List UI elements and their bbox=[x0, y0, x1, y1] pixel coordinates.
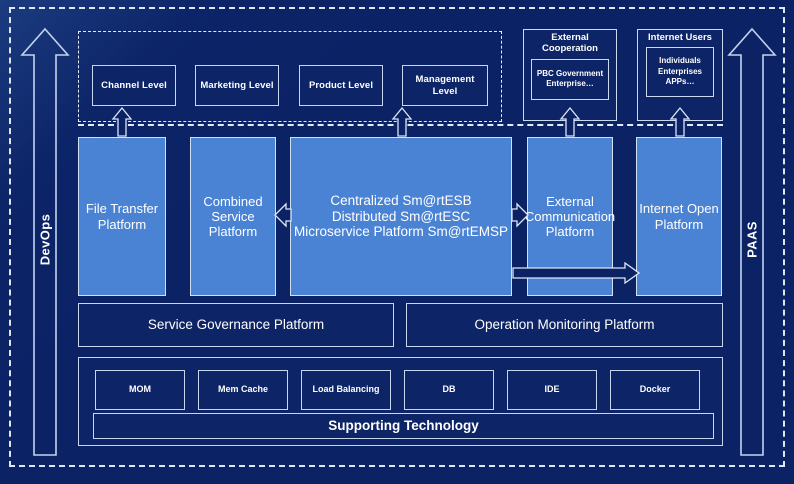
platform-label: Combined Service Platform bbox=[203, 193, 263, 240]
connector-arrow-external-communication bbox=[559, 107, 581, 137]
tech-label: DB bbox=[442, 384, 456, 395]
tech-component-mem-cache[interactable]: Mem Cache bbox=[198, 370, 288, 410]
level-box-marketing[interactable]: Marketing Level bbox=[195, 65, 279, 106]
devops-arrow bbox=[20, 27, 70, 457]
operation-monitoring-platform[interactable]: Operation Monitoring Platform bbox=[406, 303, 723, 347]
stakeholder-title: External Cooperation bbox=[542, 32, 598, 54]
platform-combined-service[interactable]: Combined Service Platform bbox=[190, 137, 276, 296]
connector-arrow-centralized-platform bbox=[391, 107, 413, 137]
platform-label: File Transfer Platform bbox=[85, 201, 159, 232]
stakeholder-internet-users[interactable]: Internet Users Individuals Enterprises A… bbox=[637, 29, 723, 121]
stakeholder-title: Internet Users bbox=[648, 32, 712, 43]
connector-arrow-left-esb-to-combined bbox=[274, 200, 292, 230]
level-box-product[interactable]: Product Level bbox=[299, 65, 383, 106]
outer-boundary bbox=[9, 7, 785, 467]
tech-component-load-balancing[interactable]: Load Balancing bbox=[301, 370, 391, 410]
level-label: Product Level bbox=[308, 79, 374, 91]
stakeholder-detail: PBC Government Enterprise… bbox=[531, 58, 609, 100]
monitoring-label: Operation Monitoring Platform bbox=[474, 317, 655, 333]
stakeholder-detail: Individuals Enterprises APPs… bbox=[646, 46, 714, 97]
tech-component-mom[interactable]: MOM bbox=[95, 370, 185, 410]
platform-label: Centralized Sm@rtESB Distributed Sm@rtES… bbox=[294, 192, 508, 240]
platform-centralized-esb[interactable]: Centralized Sm@rtESB Distributed Sm@rtES… bbox=[290, 137, 512, 296]
tech-label: MOM bbox=[129, 384, 151, 395]
connector-arrow-internet-open bbox=[669, 107, 691, 137]
platform-internet-open[interactable]: Internet Open Platform bbox=[636, 137, 722, 296]
connector-arrow-right-esb-to-external bbox=[511, 200, 529, 230]
platform-file-transfer[interactable]: File Transfer Platform bbox=[78, 137, 166, 296]
tech-component-ide[interactable]: IDE bbox=[507, 370, 597, 410]
platform-label: Internet Open Platform bbox=[639, 201, 719, 232]
business-levels-group bbox=[78, 31, 502, 122]
level-label: Channel Level bbox=[101, 79, 167, 91]
paas-label: PAAS bbox=[744, 221, 760, 258]
stakeholder-external-cooperation[interactable]: External Cooperation PBC Government Ente… bbox=[523, 29, 617, 121]
devops-label: DevOps bbox=[37, 213, 53, 266]
level-label: Management Level bbox=[415, 74, 475, 97]
paas-arrow bbox=[727, 27, 777, 457]
platform-label: External Communication Platform bbox=[524, 193, 616, 240]
governance-label: Service Governance Platform bbox=[147, 317, 325, 333]
level-box-channel[interactable]: Channel Level bbox=[92, 65, 176, 106]
tech-label: Docker bbox=[639, 384, 671, 395]
supporting-technology-label: Supporting Technology bbox=[328, 418, 479, 434]
tech-component-docker[interactable]: Docker bbox=[610, 370, 700, 410]
level-label: Marketing Level bbox=[200, 79, 274, 91]
tech-component-db[interactable]: DB bbox=[404, 370, 494, 410]
tech-label: Load Balancing bbox=[312, 384, 380, 395]
connector-arrow-esb-to-internet-open bbox=[512, 262, 640, 284]
connector-arrow-file-transfer bbox=[111, 107, 133, 137]
tech-label: IDE bbox=[544, 384, 560, 395]
tech-label: Mem Cache bbox=[217, 384, 269, 395]
supporting-technology-banner[interactable]: Supporting Technology bbox=[93, 413, 714, 439]
level-box-management[interactable]: Management Level bbox=[402, 65, 488, 106]
service-governance-platform[interactable]: Service Governance Platform bbox=[78, 303, 394, 347]
